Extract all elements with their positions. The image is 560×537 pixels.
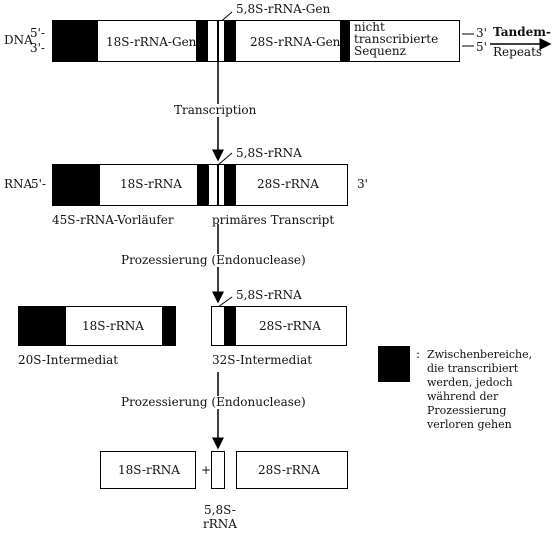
- rna-spacer-5: [52, 164, 100, 206]
- legend-swatch: [378, 346, 410, 382]
- leader-58s-32s: [217, 296, 233, 308]
- product-plus: +: [201, 463, 212, 477]
- dna-right-3-prime: 3': [476, 26, 487, 40]
- step-processing-1: Prozessierung (Endonuclease): [119, 253, 308, 267]
- legend-line-1: Zwischenbereiche,: [427, 348, 533, 361]
- tandem-label-1: Tandem-: [493, 25, 551, 39]
- legend-line-3: werden, jedoch: [427, 376, 513, 389]
- i20-spacer-5: [18, 306, 66, 346]
- rna-58s-divider: [217, 164, 219, 206]
- dna-three-prime: 3'-: [30, 41, 45, 55]
- rna-28s: 28S-rRNA: [257, 177, 319, 191]
- product-28s: 28S-rRNA: [258, 463, 320, 477]
- dna-non-transcribed-3: Sequenz: [354, 44, 406, 58]
- dna-its-2: [224, 20, 236, 62]
- step-processing-2: Prozessierung (Endonuclease): [119, 395, 308, 409]
- rna-five-prime: 5'-: [31, 177, 46, 191]
- product-58s-1: 5,8S-: [204, 503, 236, 517]
- legend-line-4: während der: [427, 390, 499, 403]
- product-18s-box: [100, 451, 196, 489]
- legend-line-5: Prozessierung: [427, 404, 507, 417]
- dna-58s-divider: [217, 20, 219, 62]
- dna-gene-box: [52, 20, 460, 62]
- dna-spacer-3: [340, 20, 350, 62]
- product-58s-box: [211, 451, 225, 489]
- rna-its-1: [197, 164, 209, 206]
- legend-line-6: verloren gehen: [427, 418, 512, 431]
- i32-58s: 5,8S-rRNA: [236, 288, 302, 302]
- dna-spacer-5: [52, 20, 98, 62]
- dna-label: DNA: [4, 33, 33, 47]
- legend-line-2: die transcribiert: [427, 362, 519, 375]
- rna-right-caption: primäres Transcript: [212, 213, 335, 227]
- rna-left-caption: 45S-rRNA-Vorläufer: [52, 213, 174, 227]
- rna-label: RNA: [4, 177, 33, 191]
- dna-18s-gene: 18S-rRNA-Gen: [106, 35, 197, 49]
- i20-label: 18S-rRNA: [82, 319, 144, 333]
- i32-caption: 32S-Intermediat: [212, 353, 313, 367]
- step-transcription: Transcription: [172, 103, 259, 117]
- product-18s: 18S-rRNA: [118, 463, 180, 477]
- i20-caption: 20S-Intermediat: [18, 353, 119, 367]
- leader-58s-rna: [217, 152, 233, 166]
- rna-18s: 18S-rRNA: [120, 177, 182, 191]
- dna-five-prime: 5'-: [30, 26, 45, 40]
- rna-three-prime: 3': [357, 177, 368, 191]
- dna-right-5-prime: 5': [476, 40, 487, 54]
- dna-its-1: [196, 20, 208, 62]
- product-28s-box: [236, 451, 348, 489]
- dna-non-transcribed-1: nicht: [354, 20, 385, 34]
- dna-28s-gene: 28S-rRNA-Gen: [250, 35, 341, 49]
- product-58s-2: rRNA: [203, 517, 237, 531]
- rna-58s: 5,8S-rRNA: [236, 146, 302, 160]
- dna-non-transcribed-2: transcribierte: [354, 32, 439, 46]
- i32-its: [224, 306, 236, 346]
- tandem-label-2: Repeats: [493, 45, 543, 59]
- dna-58s-gene: 5,8S-rRNA-Gen: [236, 2, 331, 16]
- legend-colon: :: [416, 347, 421, 361]
- i20-its: [162, 306, 176, 346]
- rna-its-2: [224, 164, 236, 206]
- i32-label: 28S-rRNA: [259, 319, 321, 333]
